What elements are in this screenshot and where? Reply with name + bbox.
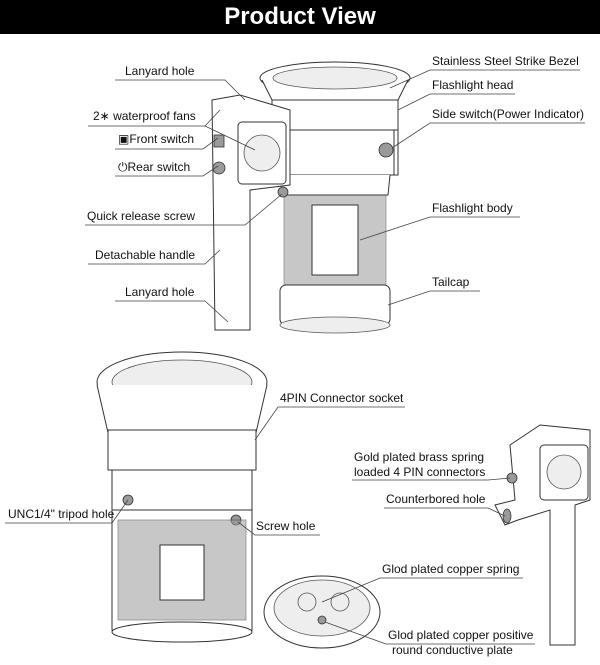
leader-lines: [5, 69, 585, 645]
label-gold-spring-2: loaded 4 PIN connectors: [354, 465, 486, 479]
flashlight-top-drawing: [259, 61, 411, 334]
label-side-switch: Side switch(Power Indicator): [432, 107, 585, 121]
label-copper-spring: Glod plated copper spring: [382, 562, 520, 576]
flashlight-bottom-drawing: [96, 351, 268, 643]
label-4pin-socket: 4PIN Connector socket: [280, 391, 404, 405]
label-lanyard-hole-top: Lanyard hole: [125, 64, 195, 78]
label-detachable-handle: Detachable handle: [95, 248, 196, 262]
handle-bottom-drawing: [494, 424, 591, 646]
label-flashlight-body: Flashlight body: [432, 201, 513, 215]
label-copper-plate-1: Glod plated copper positive: [388, 628, 534, 642]
label-counterbored-hole: Counterbored hole: [386, 492, 486, 506]
label-lanyard-hole-bottom: Lanyard hole: [125, 285, 195, 299]
label-front-switch: ▣Front switch: [118, 132, 195, 146]
label-strike-bezel: Stainless Steel Strike Bezel: [432, 54, 579, 68]
label-flashlight-head: Flashlight head: [432, 78, 514, 92]
tailcap-drawing: [263, 575, 381, 649]
label-screw-hole: Screw hole: [256, 519, 316, 533]
label-quick-release-screw: Quick release screw: [87, 209, 196, 223]
label-waterproof-fans: 2∗ waterproof fans: [93, 109, 196, 123]
label-tripod-hole: UNC1/4" tripod hole: [8, 507, 115, 521]
power-icon: ⏻: [118, 160, 128, 174]
label-rear-switch: ⏻Rear switch: [118, 160, 191, 174]
label-tailcap: Tailcap: [432, 275, 470, 289]
handle-top-drawing: [211, 94, 291, 331]
label-gold-spring-1: Gold plated brass spring: [354, 450, 485, 464]
page-title: Product View: [0, 0, 600, 34]
front-switch-icon: ▣: [118, 132, 130, 146]
label-copper-plate-2: round conductive plate: [392, 643, 513, 657]
